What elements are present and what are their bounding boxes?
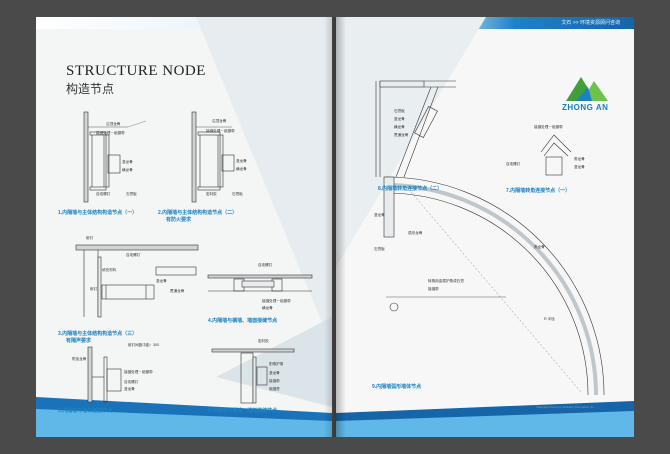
label-track-4: 横龙骨 bbox=[262, 306, 273, 310]
label-additional-runner: 附加龙骨 bbox=[72, 357, 87, 361]
label-board-r3: 石膏板 bbox=[374, 247, 385, 251]
label-track-r: 横龙骨 bbox=[394, 125, 405, 129]
label-through-channel: 贯通龙骨 bbox=[170, 289, 185, 293]
footer-company: Shanghai Zhong An Building Decoration Co… bbox=[536, 405, 595, 409]
label-screw-r: 自攻螺钉 bbox=[506, 162, 521, 166]
label-stud-2: 竖龙骨 bbox=[236, 159, 247, 163]
label-track-2: 横龙骨 bbox=[236, 167, 247, 171]
label-corner-runner: 角龙骨 bbox=[574, 157, 585, 161]
label-stud-5: 竖龙骨 bbox=[124, 387, 135, 391]
label-screw: 自攻螺钉 bbox=[96, 192, 111, 196]
caption-node-3: 3.内隔墙与主体结构构造节点（三） bbox=[58, 331, 138, 337]
label-stud-r3: 竖龙骨 bbox=[374, 213, 385, 217]
label-through-channel-r: 贯通龙骨 bbox=[394, 133, 409, 137]
caption-node-9: 9.内隔墙弧形墙体节点 bbox=[372, 384, 422, 390]
left-background-art bbox=[36, 17, 332, 437]
caption-node-6: 6.内隔墙与横墙、墙面接缝节点 bbox=[208, 408, 278, 414]
label-tape-joint: 接缝处理－纸绷带 bbox=[96, 131, 125, 135]
right-background-art bbox=[336, 17, 634, 437]
left-drawings bbox=[75, 111, 313, 404]
label-stud-r: 竖龙骨 bbox=[394, 117, 405, 121]
caption-node-7: 7.内隔墙转角连接节点（一） bbox=[506, 188, 571, 194]
label-fill: 填充材料 bbox=[102, 268, 117, 272]
caption-node-2-sub: 有防火要求 bbox=[166, 217, 192, 223]
label-joint-compound: 嵌缝膏 bbox=[269, 387, 280, 391]
logo-mark bbox=[566, 77, 608, 101]
label-board: 石膏板 bbox=[126, 192, 137, 196]
label-tape-joint-2: 接缝处理－纸绷带 bbox=[206, 129, 235, 133]
left-page: STRUCTURE NODE 构造节点 bbox=[36, 17, 332, 437]
page-title-en: STRUCTURE NODE bbox=[66, 63, 206, 79]
label-ceiling-runner: 沿顶龙骨 bbox=[106, 122, 121, 126]
label-anchor: 射钉 bbox=[86, 236, 94, 240]
label-screw-3: 自攻螺钉 bbox=[126, 253, 141, 257]
label-tape-joint-r: 接缝处理－纸绷带 bbox=[534, 125, 563, 129]
caption-node-5: 5.内隔墙与墙体连接节点 bbox=[58, 408, 113, 414]
label-stud-3: 竖龙骨 bbox=[156, 279, 167, 283]
label-anchor-2: 射钉 bbox=[90, 287, 98, 291]
caption-node-1: 1.内隔墙与主体结构构造节点（一） bbox=[58, 210, 138, 216]
label-joint-tape-r: 接缝带 bbox=[428, 287, 439, 291]
right-header: 文石 >> 环境资源顾问咨询 bbox=[561, 20, 620, 26]
label-track: 横龙骨 bbox=[122, 168, 133, 172]
label-tape-joint-5: 接缝处理－纸绷带 bbox=[124, 370, 153, 374]
spine-shadow bbox=[324, 17, 346, 437]
caption-node-2: 2.内隔墙与主体结构构造节点（二） bbox=[158, 210, 238, 216]
label-screw-4: 自攻螺钉 bbox=[258, 263, 273, 267]
label-stud-r2: 竖龙骨 bbox=[574, 165, 585, 169]
label-screw-5: 自攻螺钉 bbox=[124, 380, 139, 384]
label-joint-tape: 接缝带 bbox=[269, 379, 280, 383]
caption-node-8: 8.内隔墙转角连接节点（二） bbox=[378, 186, 443, 192]
logo-text: ZHONG AN bbox=[562, 103, 609, 112]
label-ceiling-runner-2: 沿顶龙骨 bbox=[212, 119, 227, 123]
brochure-spread: STRUCTURE NODE 构造节点 bbox=[36, 17, 634, 437]
label-stud: 竖龙骨 bbox=[122, 160, 133, 164]
label-sealant: 密封胶 bbox=[206, 192, 217, 196]
label-corner-guard-r: 转角用金属护角或石膏 bbox=[428, 279, 464, 283]
label-anchor-spacing: 射钉间距中距：300 bbox=[128, 343, 160, 347]
label-corner-guard: 阳角护角 bbox=[269, 362, 284, 366]
label-tape-joint-4: 接缝处理－纸绷带 bbox=[262, 299, 291, 303]
right-drawings bbox=[375, 80, 605, 396]
label-arc-runner: 弧形龙骨 bbox=[408, 231, 423, 235]
label-board-r: 石膏板 bbox=[394, 109, 405, 113]
label-sealant-6: 密封胶 bbox=[258, 339, 269, 343]
label-corner-runner-r3: 角龙骨 bbox=[534, 245, 545, 249]
label-radius: R 半径 bbox=[544, 317, 555, 321]
label-stud-6: 竖龙骨 bbox=[269, 371, 280, 375]
caption-node-3-sub: 有隔声要求 bbox=[66, 338, 92, 344]
caption-node-4: 4.内隔墙与横墙、墙面接缝节点 bbox=[208, 318, 278, 324]
label-board-2: 石膏板 bbox=[232, 192, 243, 196]
page-title-cn: 构造节点 bbox=[66, 82, 115, 96]
